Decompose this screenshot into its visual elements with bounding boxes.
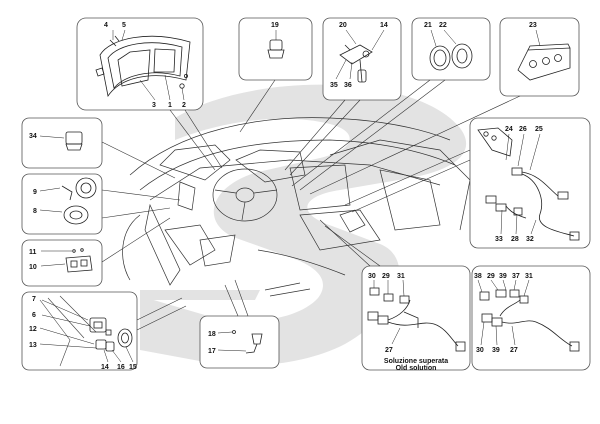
callout: 27 (385, 347, 393, 354)
panel-new-solution: 38 29 39 37 31 30 39 27 (471, 265, 591, 371)
panel-part-19: 19 (238, 17, 313, 81)
panel-right-harness: 24 26 25 33 28 32 (469, 117, 591, 249)
panel-stalk-switch: 20 14 35 36 (322, 17, 402, 101)
callout: 33 (495, 236, 503, 243)
switch-cluster-part (89, 317, 133, 352)
callout: 12 (29, 326, 37, 333)
callout: 31 (525, 273, 533, 280)
callout: 13 (29, 342, 37, 349)
old-solution-caption-en: Old solution (396, 365, 437, 372)
callout: 16 (117, 364, 125, 371)
panel-part-34: 34 (21, 117, 103, 169)
callout: 9 (33, 189, 37, 196)
callout: 22 (439, 22, 447, 29)
callout: 20 (339, 22, 347, 29)
hvac-control-part (517, 43, 571, 81)
callout: 30 (368, 273, 376, 280)
callout: 32 (526, 236, 534, 243)
panel-knobs: 21 22 (411, 17, 491, 81)
callout: 30 (476, 347, 484, 354)
callout: 28 (511, 236, 519, 243)
callout: 1 (168, 102, 172, 109)
new-harness-part (479, 289, 580, 352)
old-harness-part (367, 287, 466, 352)
sensor-part (232, 330, 263, 354)
ignition-parts (61, 177, 97, 225)
callout: 35 (330, 82, 338, 89)
panel-bottom-left: 7 6 12 13 14 16 15 (21, 291, 138, 371)
callout: 8 (33, 208, 37, 215)
callout: 31 (397, 273, 405, 280)
callout: 17 (208, 348, 216, 355)
callout: 29 (487, 273, 495, 280)
callout: 38 (474, 273, 482, 280)
panel-hvac-control: 23 (499, 17, 580, 97)
switch-block-part (65, 248, 93, 273)
callout: 23 (529, 22, 537, 29)
callout: 11 (29, 249, 37, 256)
panel-parts-11-10: 11 10 (21, 239, 103, 287)
callout: 26 (519, 126, 527, 133)
callout: 27 (510, 347, 518, 354)
button-part (65, 131, 83, 151)
panel-instrument-cluster: 4 5 3 1 2 (76, 17, 204, 111)
harness-part (477, 127, 580, 241)
callout: 14 (380, 22, 388, 29)
callout: 2 (182, 102, 186, 109)
callout: 34 (29, 133, 37, 140)
callout: 15 (129, 364, 137, 371)
callout: 7 (32, 296, 36, 303)
callout: 10 (29, 264, 37, 271)
callout: 4 (104, 22, 108, 29)
callout: 6 (32, 312, 36, 319)
panel-old-solution: 30 29 31 27 Soluzione superata Old solut… (361, 265, 471, 372)
callout: 14 (101, 364, 109, 371)
car-interior-sketch (122, 117, 471, 297)
callout: 29 (382, 273, 390, 280)
instrument-cluster-part (95, 35, 191, 98)
leader-lines (101, 79, 521, 331)
callout: 5 (122, 22, 126, 29)
callout: 18 (208, 331, 216, 338)
panel-parts-18-17: 18 17 (199, 315, 280, 369)
knob-parts (429, 43, 473, 71)
panel-parts-9-8: 9 8 (21, 173, 103, 235)
callout: 24 (505, 126, 513, 133)
callout: 36 (344, 82, 352, 89)
callout: 39 (499, 273, 507, 280)
callout: 3 (152, 102, 156, 109)
old-solution-caption-it: Soluzione superata (384, 358, 448, 365)
callout: 25 (535, 126, 543, 133)
callout: 19 (271, 22, 279, 29)
callout: 37 (512, 273, 520, 280)
callout: 21 (424, 22, 432, 29)
callout: 39 (492, 347, 500, 354)
stalk-switch-part (339, 44, 373, 83)
